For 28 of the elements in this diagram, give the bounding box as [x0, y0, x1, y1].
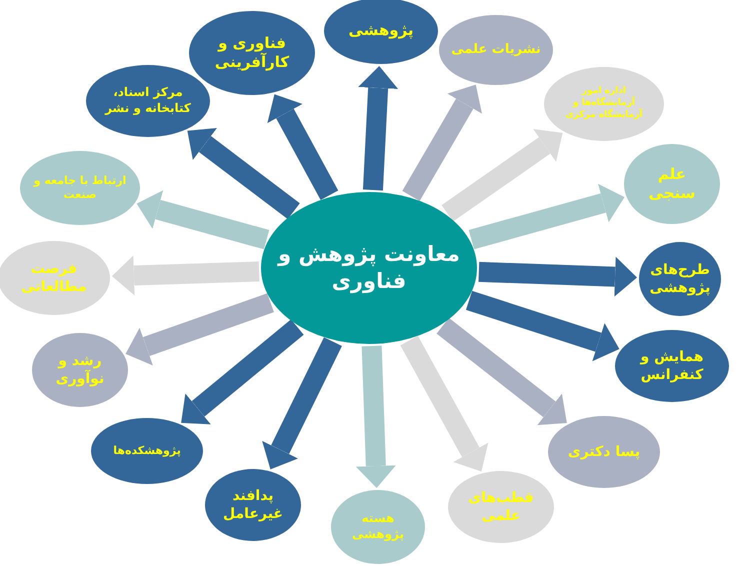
block-arrow — [187, 128, 300, 220]
unit-name: پدافند غیرعامل — [222, 486, 284, 524]
block-arrow — [442, 129, 563, 222]
block-arrow — [436, 318, 567, 426]
unit-name: رشد و نوآوری — [54, 352, 106, 388]
block-arrow — [402, 84, 482, 201]
unit-name: ارتباط با جامعه و صنعت — [32, 174, 128, 202]
unit-name: هسته پژوهشی — [350, 511, 406, 543]
block-arrow — [126, 293, 274, 366]
unit-name: فرصت مطالعاتی — [20, 260, 88, 296]
block-arrow — [356, 346, 396, 488]
block-arrow — [181, 319, 304, 424]
unit-name: پژوهشکده‌ها — [113, 444, 181, 458]
block-arrow — [262, 337, 342, 470]
unit-name: مرکز اسناد، کتابخانه و نشر — [104, 85, 192, 117]
unit-name: پسا دکتری — [568, 442, 640, 462]
unit-name: نشریات علمی — [451, 42, 541, 58]
unit-name: معاونت پژوهش و فناوری — [276, 240, 461, 296]
unit-name: علم سنجی — [648, 164, 696, 204]
block-arrow — [136, 190, 270, 250]
unit-name: طرح‌های پژوهشی — [649, 260, 711, 298]
unit-name: اداره امور آزمایشگاه‌ها و آزمایشگاه مرکزی — [564, 86, 644, 122]
unit-name: همایش و کنفرانس — [639, 348, 704, 384]
unit-name: قطب‌های علمی — [467, 488, 535, 526]
block-arrow — [468, 184, 625, 250]
block-arrow — [358, 66, 398, 191]
unit-name: پژوهشی — [348, 21, 414, 41]
unit-name: فناوری و کارآفرینی — [214, 34, 290, 72]
